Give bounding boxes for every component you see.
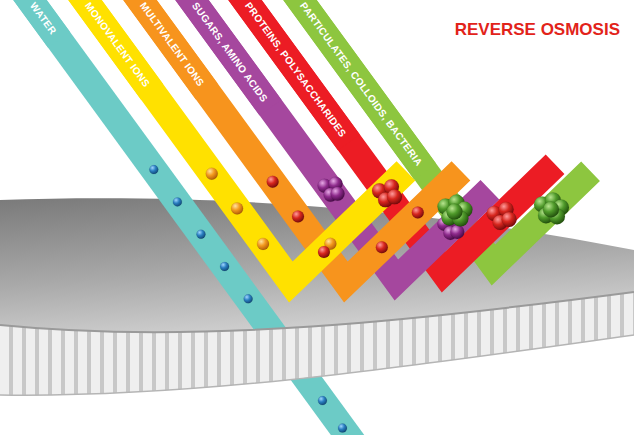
particle: [206, 168, 218, 180]
particle: [149, 165, 158, 174]
particle: [338, 424, 347, 433]
particle: [318, 246, 330, 258]
particle: [173, 197, 182, 206]
diagram-title: REVERSE OSMOSIS: [455, 20, 620, 40]
particle: [318, 396, 327, 405]
particle: [446, 204, 462, 220]
band-shape: [56, 0, 406, 282]
particle: [543, 201, 559, 217]
particle: [412, 207, 424, 219]
band-shape: [111, 0, 461, 282]
particle: [257, 238, 269, 250]
particle: [292, 210, 304, 222]
particle: [387, 189, 402, 204]
particle: [450, 225, 464, 239]
particle: [196, 230, 205, 239]
particle: [502, 212, 517, 227]
particle: [244, 294, 253, 303]
membrane-rim: [0, 292, 634, 332]
particle-layer: [149, 165, 569, 432]
particle: [376, 241, 388, 253]
particle: [267, 176, 279, 188]
membrane-bottom: [0, 335, 634, 395]
particle: [220, 262, 229, 271]
band-text: WATER: [28, 0, 59, 36]
membrane-edge: [0, 292, 634, 395]
particle: [231, 202, 243, 214]
particle: [331, 187, 345, 201]
